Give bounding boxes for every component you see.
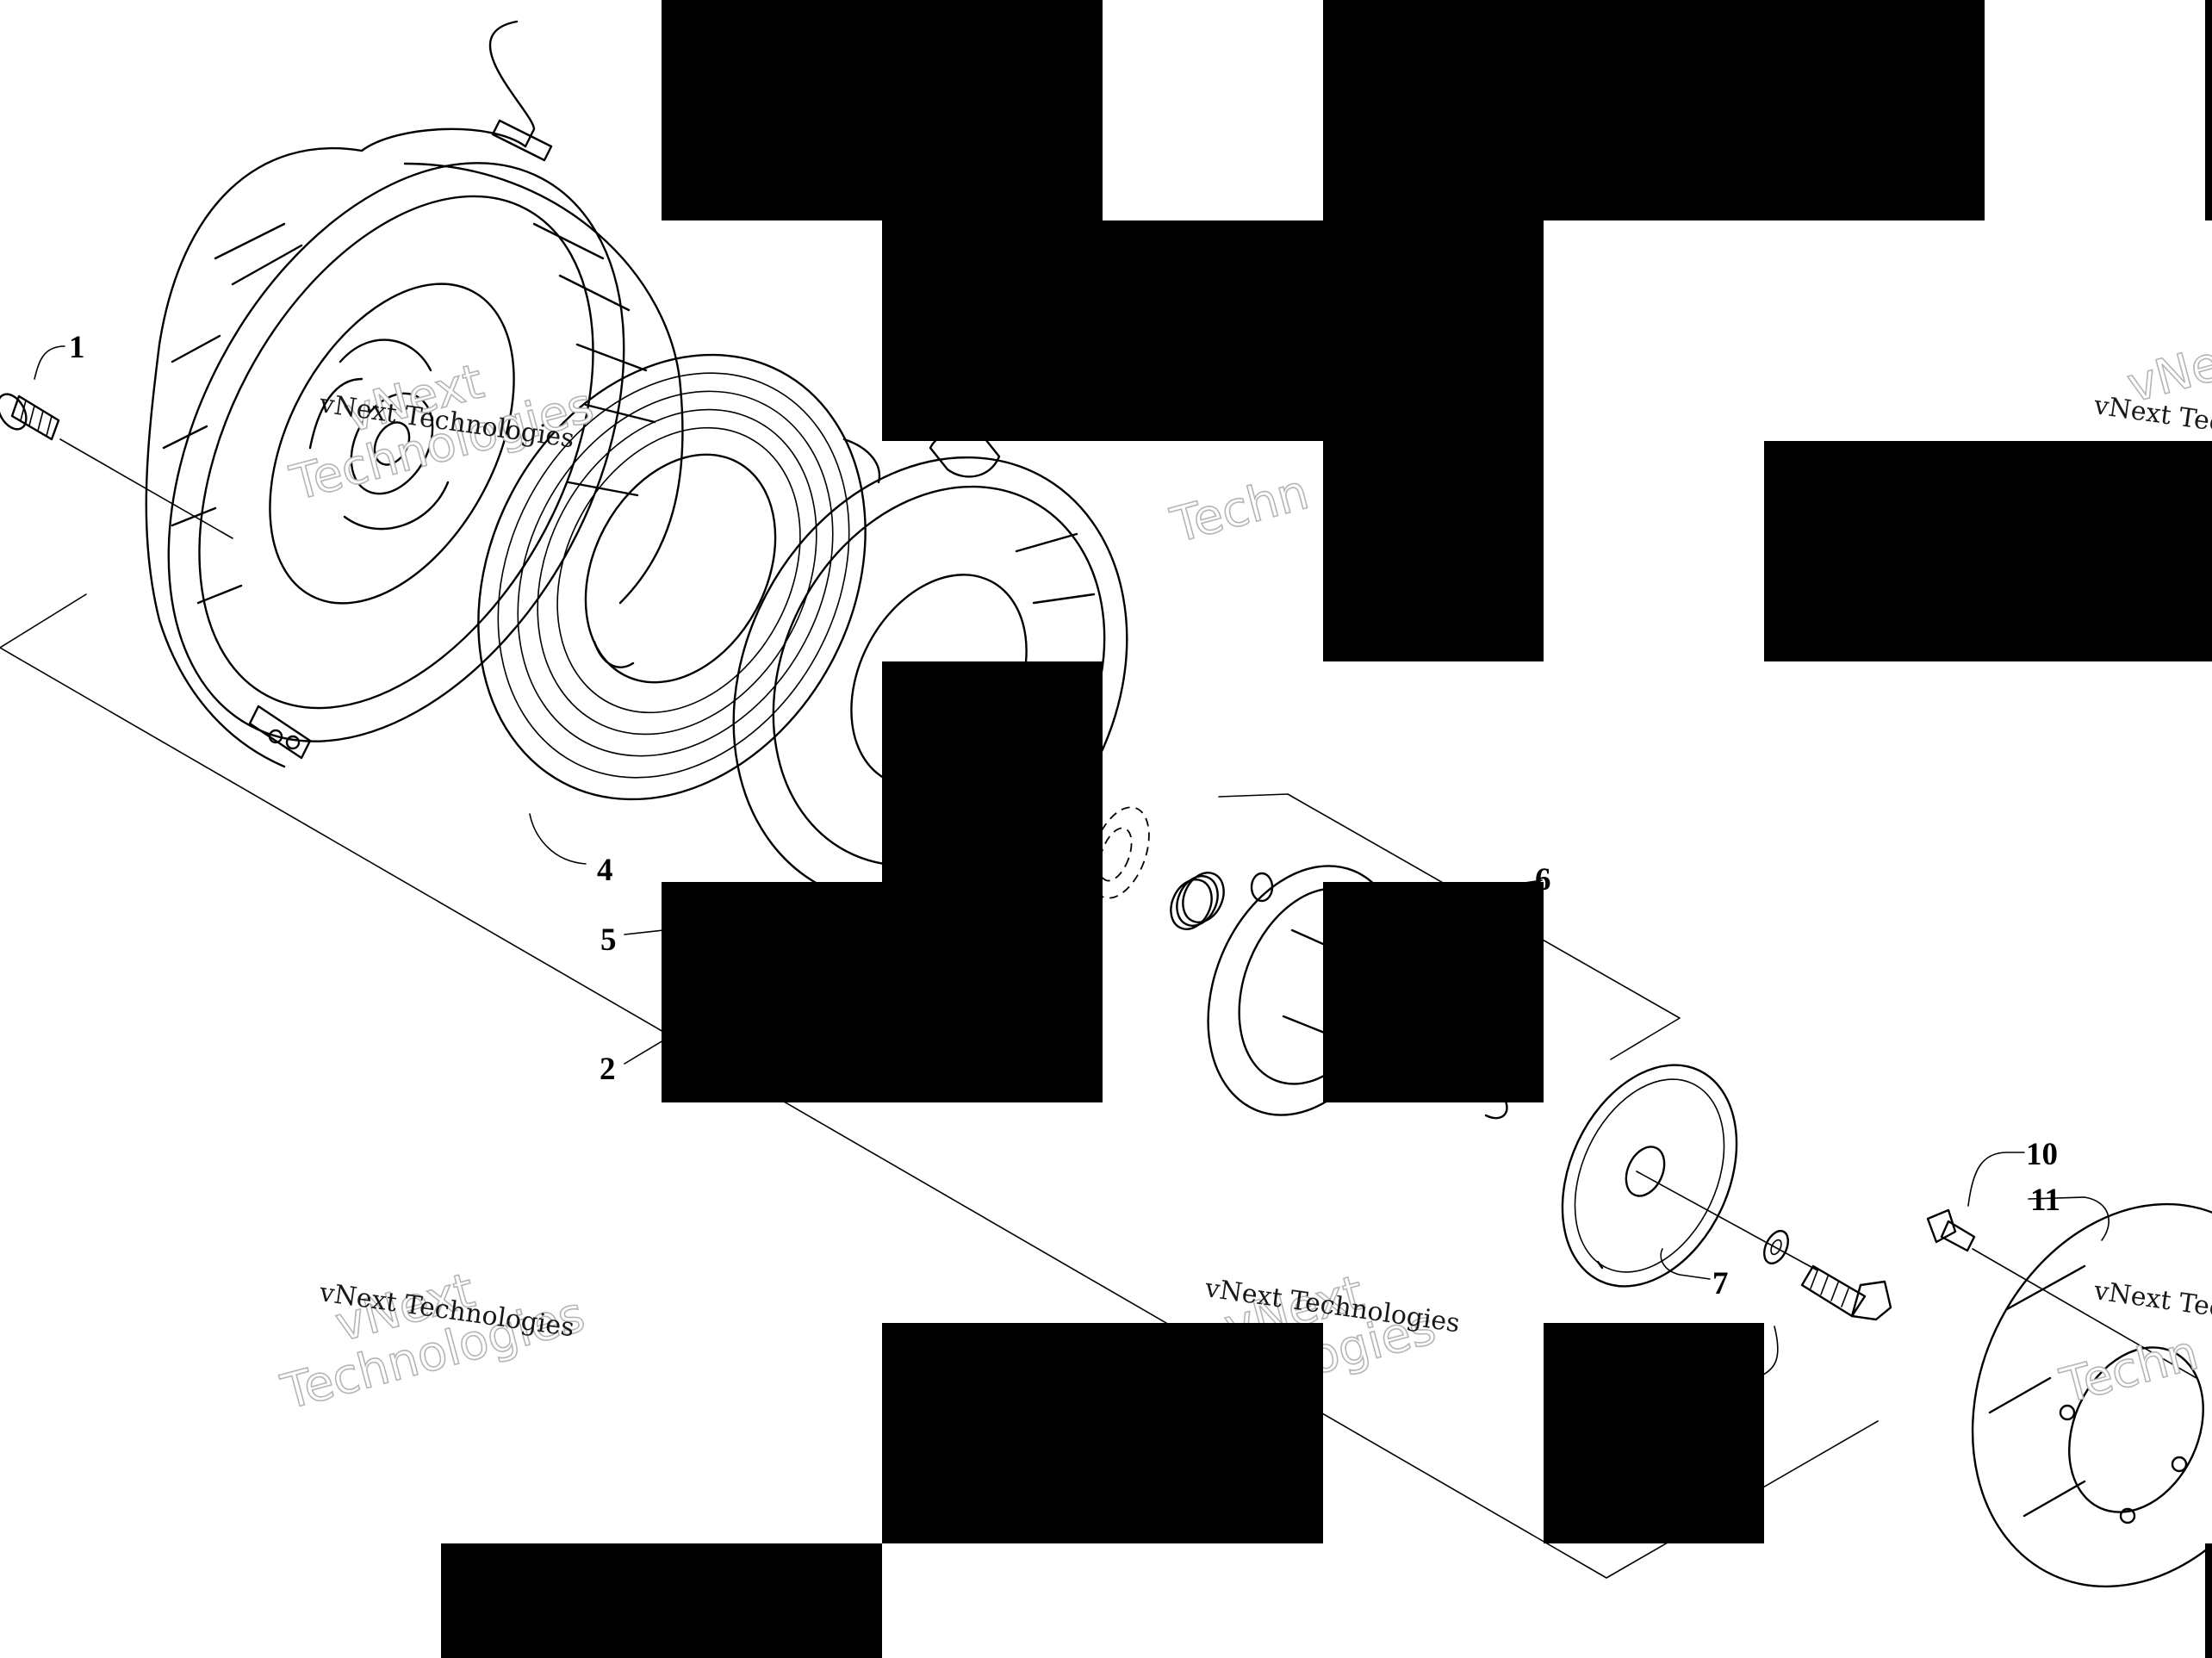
callout-5: 5: [600, 922, 617, 958]
drive-cup-part-11: [1971, 1202, 2212, 1588]
coil-spring: [1170, 872, 1225, 930]
leader-lines: [34, 345, 2109, 1379]
plate-part-7: [1561, 1064, 1738, 1288]
watermark-partial: Techn: [1165, 464, 1314, 555]
screw-part-1: [0, 393, 60, 441]
callout-7: 7: [1712, 1266, 1729, 1301]
callout-10: 10: [2026, 1137, 2058, 1172]
callout-4: 4: [597, 853, 613, 888]
callout-1: 1: [69, 330, 85, 365]
redaction-blocks: [441, 0, 2212, 1658]
callout-11: 11: [2030, 1183, 2060, 1218]
starter-housing: [145, 20, 684, 768]
washer-part-8: [1763, 1229, 1789, 1265]
callout-2: 2: [600, 1052, 616, 1087]
watermark-text-right-lower: vNext Tec: [2091, 1276, 2212, 1324]
bolt-part-10: [1926, 1208, 1976, 1252]
recoil-spring-part-4: [477, 353, 881, 801]
bolt-part-9: [1800, 1264, 1892, 1321]
callout-labels: 1 2 4 5 6 7 10 11: [69, 330, 2060, 1301]
watermark-partial-tech-right: Techn: [2054, 1325, 2203, 1415]
